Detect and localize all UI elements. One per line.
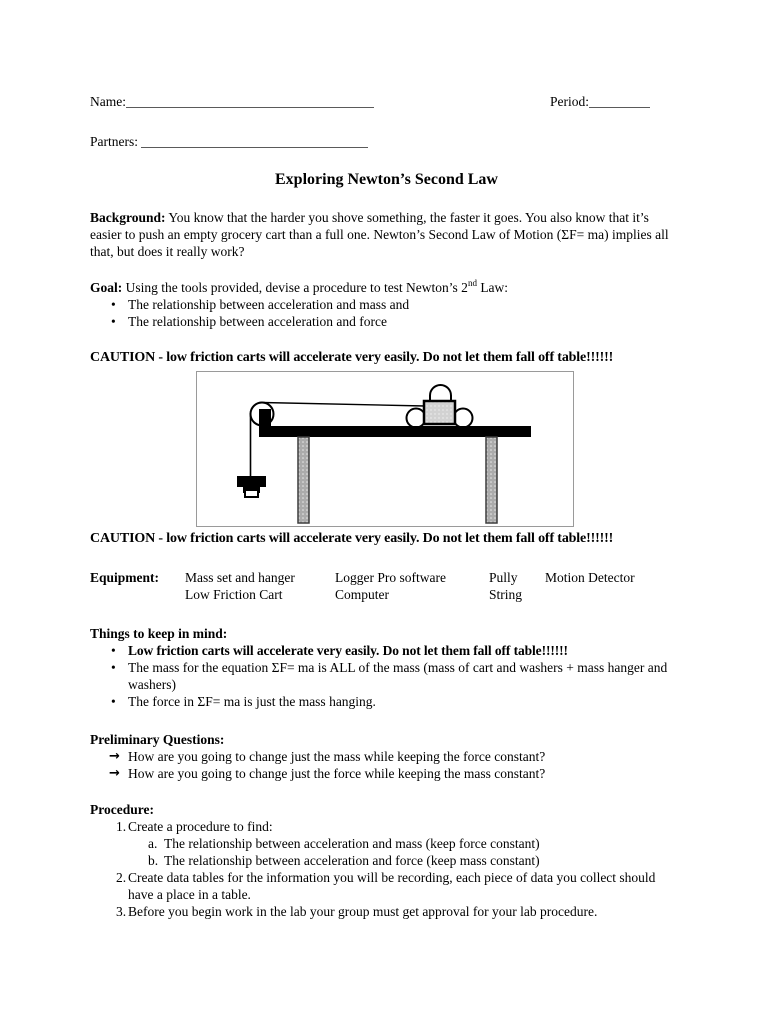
arrow-right-icon: →	[109, 766, 120, 781]
equipment-section: Equipment: Mass set and hanger Low Frict…	[90, 569, 683, 603]
background-paragraph: Background: You know that the harder you…	[90, 209, 678, 260]
list-item: 1. Create a procedure to find:	[90, 818, 683, 835]
equipment-label: Equipment:	[90, 570, 160, 585]
equipment-item: Motion Detector	[545, 570, 635, 585]
cart-pulley-diagram-icon	[237, 384, 531, 524]
goal-intro: Goal: Using the tools provided, devise a…	[90, 279, 678, 296]
partners-row: Partners:	[90, 133, 683, 150]
goal-label: Goal:	[90, 280, 123, 295]
equipment-item: Pully	[489, 570, 518, 585]
equipment-item: Computer	[335, 587, 389, 602]
partners-blank-line	[141, 147, 369, 148]
things-section: Things to keep in mind: • Low friction c…	[90, 625, 683, 710]
equipment-column-3: Pully String	[489, 569, 545, 603]
things-bullet-2: The mass for the equation ΣF= ma is ALL …	[128, 660, 668, 692]
list-letter: b.	[148, 853, 159, 868]
bullet-icon: •	[111, 694, 116, 709]
procedure-step-1a: The relationship between acceleration an…	[164, 836, 540, 851]
procedure-section: Procedure: 1. Create a procedure to find…	[90, 801, 683, 920]
goal-section: Goal: Using the tools provided, devise a…	[90, 279, 678, 330]
period-label: Period:	[550, 94, 589, 109]
list-item: → How are you going to change just the m…	[90, 748, 683, 765]
things-heading: Things to keep in mind:	[90, 626, 228, 641]
cart-body	[422, 399, 457, 426]
list-item: 3. Before you begin work in the lab your…	[90, 903, 683, 920]
equipment-column-2: Logger Pro software Computer	[335, 569, 489, 603]
list-item: • The relationship between acceleration …	[90, 296, 678, 313]
table-leg-left	[297, 436, 310, 524]
goal-intro-tail: Law:	[476, 280, 509, 295]
background-text: You know that the harder you shove somet…	[90, 210, 669, 259]
list-number: 1.	[116, 819, 127, 834]
background-label: Background:	[90, 210, 166, 225]
things-bullet-1: Low friction carts will accelerate very …	[128, 643, 568, 658]
caution-line-top: CAUTION - low friction carts will accele…	[90, 350, 614, 365]
list-number: 3.	[116, 904, 127, 919]
goal-bullet-1: The relationship between acceleration an…	[128, 297, 410, 312]
arrow-right-icon: →	[109, 749, 120, 764]
procedure-step-2: Create data tables for the information y…	[128, 870, 656, 902]
table-top	[259, 426, 531, 437]
preliminary-question-1: How are you going to change just the mas…	[128, 749, 546, 764]
preliminary-question-2: How are you going to change just the for…	[128, 766, 546, 781]
bullet-icon: •	[111, 660, 116, 675]
goal-intro-text: Using the tools provided, devise a proce…	[125, 280, 468, 295]
pulley-bracket	[259, 409, 271, 427]
list-item: a. The relationship between acceleration…	[90, 835, 683, 852]
list-item: → How are you going to change just the f…	[90, 765, 683, 782]
list-item: • The force in ΣF= ma is just the mass h…	[90, 693, 683, 710]
goal-bullet-2: The relationship between acceleration an…	[128, 314, 387, 329]
cart-wheel-right	[452, 407, 474, 429]
name-period-row: Name: Period:	[90, 93, 683, 110]
equipment-item: Mass set and hanger	[185, 570, 295, 585]
equipment-item: String	[489, 587, 523, 602]
equipment-column-1: Mass set and hanger Low Friction Cart	[185, 569, 335, 603]
procedure-heading: Procedure:	[90, 802, 154, 817]
equipment-item: Logger Pro software	[335, 570, 446, 585]
list-number: 2.	[116, 870, 127, 885]
equipment-item: Low Friction Cart	[185, 587, 283, 602]
list-item: 2. Create data tables for the informatio…	[90, 869, 683, 903]
list-item: b. The relationship between acceleration…	[90, 852, 683, 869]
procedure-step-3: Before you begin work in the lab your gr…	[128, 904, 598, 919]
page-title: Exploring Newton’s Second Law	[275, 171, 498, 188]
cart-wheel-left	[405, 407, 427, 429]
bullet-icon: •	[111, 297, 116, 312]
preliminary-section: Preliminary Questions: → How are you goi…	[90, 731, 683, 782]
procedure-step-1: Create a procedure to find:	[128, 819, 273, 834]
cart-mass-handle	[429, 384, 452, 401]
table-leg-right	[485, 436, 498, 524]
bullet-icon: •	[111, 643, 116, 658]
procedure-step-1b: The relationship between acceleration an…	[164, 853, 540, 868]
hanging-mass	[237, 476, 266, 487]
goal-superscript: nd	[467, 278, 477, 288]
period-blank-line	[589, 107, 650, 108]
name-label: Name:	[90, 94, 126, 109]
preliminary-heading: Preliminary Questions:	[90, 732, 225, 747]
list-item: • Low friction carts will accelerate ver…	[90, 642, 683, 659]
list-item: • The relationship between acceleration …	[90, 313, 678, 330]
list-item: • The mass for the equation ΣF= ma is AL…	[90, 659, 683, 693]
string-horizontal	[261, 401, 426, 407]
period-group: Period:	[550, 93, 650, 110]
bullet-icon: •	[111, 314, 116, 329]
name-blank-line	[126, 107, 374, 108]
caution-line-bottom: CAUTION - low friction carts will accele…	[90, 531, 614, 546]
hanging-mass-notch	[244, 489, 259, 498]
equipment-column-4: Motion Detector	[545, 569, 683, 603]
partners-label: Partners:	[90, 134, 138, 149]
list-letter: a.	[148, 836, 158, 851]
things-bullet-3: The force in ΣF= ma is just the mass han…	[128, 694, 376, 709]
apparatus-diagram	[196, 371, 574, 527]
